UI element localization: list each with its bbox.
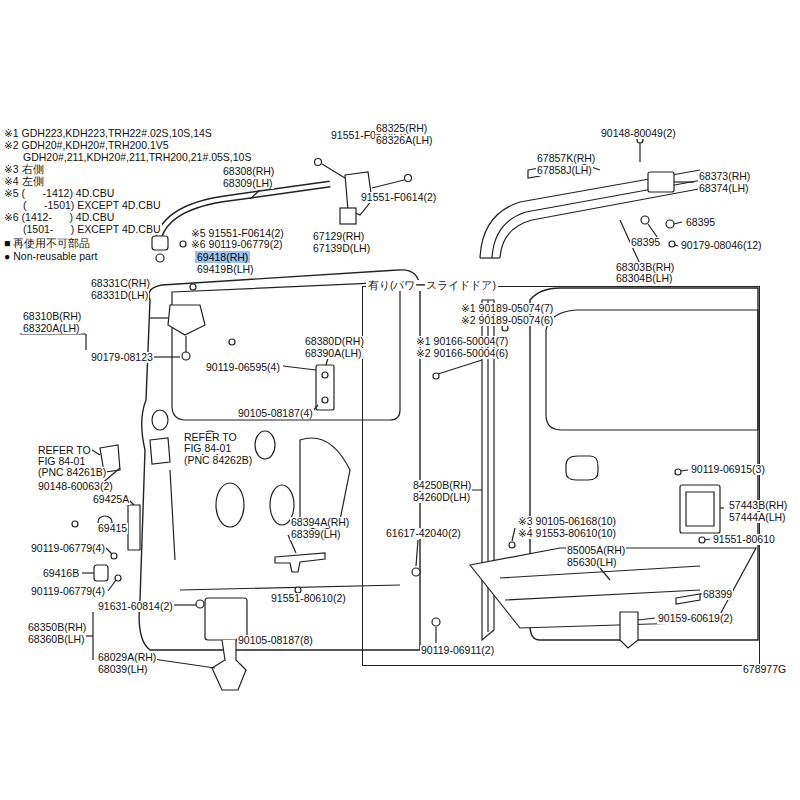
- part-number: ※1 90166-50004(7): [415, 336, 509, 347]
- part-number: 68395: [685, 217, 716, 228]
- part-number: 91551-F0614(2): [360, 192, 437, 203]
- part-number: 90148-80049(2): [600, 128, 677, 139]
- part-number: 68320A(LH): [22, 323, 81, 334]
- part-number: 67858J(LH): [536, 165, 593, 176]
- part-number: ※3 90105-06168(10): [517, 516, 617, 527]
- part-number: 90105-08187(8): [237, 635, 314, 646]
- part-number: 68360B(LH): [27, 634, 86, 645]
- part-number: 84250B(RH): [412, 480, 472, 491]
- note-text: ※4 左側: [3, 176, 45, 187]
- part-number: 68374(LH): [698, 183, 750, 194]
- part-number: 57444A(LH): [728, 512, 787, 523]
- part-number: ※5 91551-F0614(2): [190, 228, 285, 239]
- part-number: 678977G: [742, 664, 787, 675]
- part-number: 90159-60619(2): [657, 613, 734, 624]
- part-number: 90179-08046(12): [680, 240, 763, 251]
- part-number: 68380D(RH): [304, 336, 365, 347]
- part-number: 91631-60814(2): [97, 601, 174, 612]
- part-number: ※2 90189-05074(6): [460, 315, 554, 326]
- part-number: 69415: [97, 523, 128, 534]
- part-number: ※4 91553-80610(10): [517, 528, 617, 539]
- part-number: 90179-08123: [90, 352, 154, 363]
- part-number: REFER TO: [37, 445, 92, 456]
- part-number: 68326A(LH): [375, 135, 434, 146]
- note-text: ※3 右側: [3, 164, 45, 175]
- note-text: ※1 GDH223,KDH223,TRH22#.02S,10S,14S: [3, 128, 213, 139]
- part-number: 69416B: [42, 568, 80, 579]
- part-number: 68331D(LH): [90, 290, 149, 301]
- part-number: 90105-08187(4): [237, 408, 314, 419]
- highlight-box: 69418(RH): [195, 251, 250, 263]
- part-number: 91551-80610(2): [270, 593, 347, 604]
- part-number: 67129(RH): [312, 231, 365, 242]
- note-text: ( -1501) EXCEPT 4D.CBU: [22, 200, 162, 211]
- part-number: 68394A(RH): [290, 517, 350, 528]
- part-number: 68308(RH): [222, 166, 275, 177]
- part-number: 61617-42040(2): [385, 528, 462, 539]
- part-number: 85005A(RH): [566, 545, 626, 556]
- part-number: 90119-06911(2): [420, 645, 495, 656]
- note-text: ● Non-reusable part: [3, 251, 98, 262]
- note-text: (1501- ) EXCEPT 4D.CBU: [22, 224, 162, 235]
- note-text: GDH20#,211,KDH20#,211,TRH200,21#.05S,10S: [22, 152, 252, 163]
- part-number: 69418(RH): [197, 251, 248, 263]
- part-number: 68395: [630, 237, 661, 248]
- part-number: 90119-06779(4): [30, 586, 106, 597]
- note-text: ※6 (1412- ) 4D.CBU: [3, 212, 115, 223]
- part-number: 85630(LH): [566, 557, 618, 568]
- part-number: 68029A(RH): [97, 652, 157, 663]
- part-number: 90119-06779(4): [30, 543, 106, 554]
- part-number: 68399: [702, 589, 733, 600]
- part-number: 67139D(LH): [312, 243, 371, 254]
- part-number: 90119-06915(3): [690, 464, 766, 475]
- part-number: FIG 84-01: [37, 456, 86, 467]
- part-number: ※1 90189-05074(7): [460, 303, 554, 314]
- part-number: 68304B(LH): [615, 273, 674, 284]
- part-number: 68303B(RH): [615, 262, 675, 273]
- part-number: REFER TO: [183, 432, 238, 443]
- part-number: 57443B(RH): [728, 500, 788, 511]
- region-heading: 有り(パワースライドドア): [366, 280, 498, 291]
- part-number: ※2 90166-50004(6): [415, 348, 509, 359]
- part-number: 68309(LH): [222, 178, 274, 189]
- note-text: ■ 再使用不可部品: [3, 238, 91, 249]
- part-number: (PNC 84262B): [183, 455, 253, 466]
- part-number: 90148-60063(2): [37, 481, 114, 492]
- part-number: 67857K(RH): [536, 153, 596, 164]
- part-number: ※6 90119-06779(2): [190, 239, 284, 250]
- part-number: 69425A: [92, 494, 130, 505]
- part-number: 91551-80610: [712, 534, 776, 545]
- part-number: 84260D(LH): [412, 492, 471, 503]
- part-number: 68039(LH): [97, 664, 149, 675]
- part-number: (PNC 84261B): [37, 467, 107, 478]
- part-number: 68310B(RH): [22, 311, 82, 322]
- part-number: 68331C(RH): [90, 278, 151, 289]
- part-number: FIG 84-01: [183, 443, 232, 454]
- part-number: 68325(RH): [375, 123, 428, 134]
- part-number: 90119-06595(4): [205, 362, 281, 373]
- note-text: ※2 GDH20#,KDH20#,TRH200.1V5: [3, 140, 170, 151]
- part-number: 68373(RH): [698, 171, 751, 182]
- part-number: 68390A(LH): [304, 348, 363, 359]
- part-number: 68399(LH): [290, 529, 342, 540]
- part-number: 68350B(RH): [27, 622, 87, 633]
- note-text: ※5 ( -1412) 4D.CBU: [3, 188, 115, 199]
- part-number: 69419B(LH): [196, 264, 255, 275]
